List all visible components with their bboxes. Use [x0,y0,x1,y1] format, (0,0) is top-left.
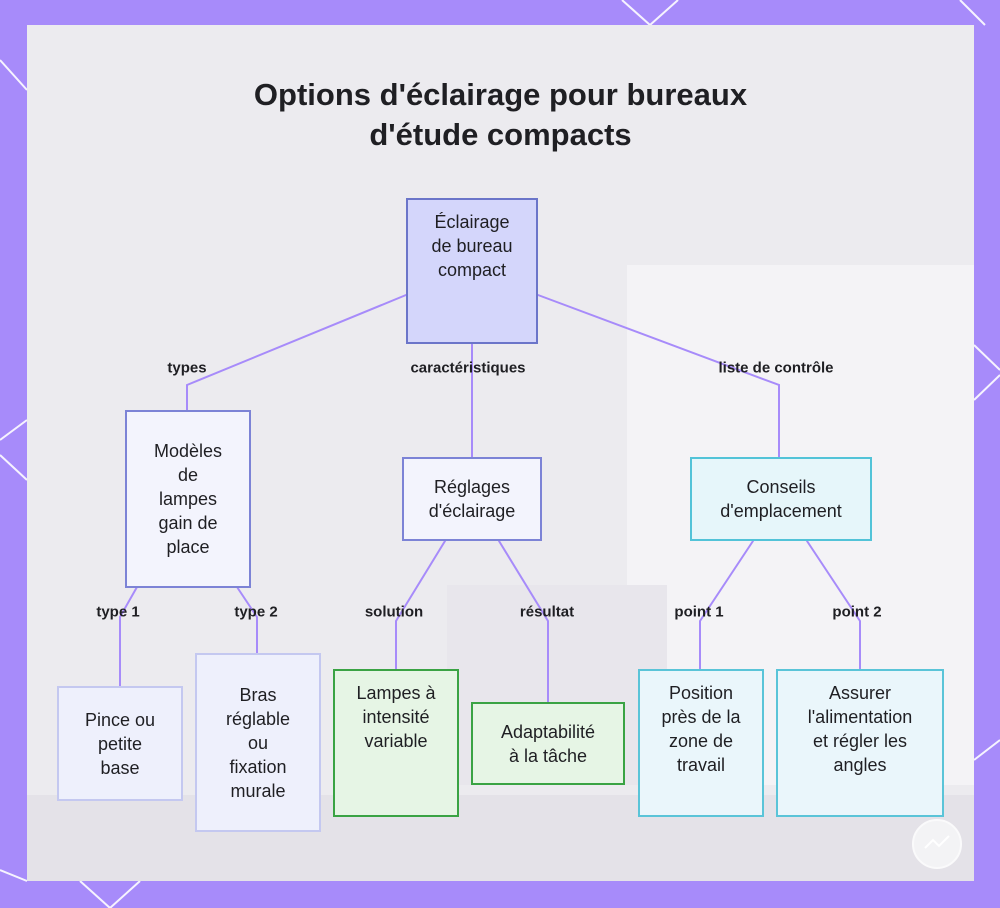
edge-models-clamp [120,587,137,686]
diagram-card: Options d'éclairage pour bureaux d'étude… [27,25,974,881]
node-lamp-models-label: Modèles de lampes gain de place [154,439,222,559]
node-root-label: Éclairage de bureau compact [431,210,512,282]
edge-label-checklist: liste de contrôle [718,360,833,377]
node-placement-tips: Conseils d'emplacement [690,457,872,541]
edge-settings-adaptability [499,541,548,702]
node-adjustable-arm: Bras réglable ou fixation murale [195,653,321,832]
node-dimmable-lamps-label: Lampes à intensité variable [356,681,435,753]
edge-label-types: types [167,360,206,377]
watermark-logo-icon [911,818,963,870]
node-power-angles-label: Assurer l'alimentation et régler les ang… [808,681,913,777]
node-power-angles: Assurer l'alimentation et régler les ang… [776,669,944,817]
node-task-adaptability: Adaptabilité à la tâche [471,702,625,785]
edge-root-models [187,295,406,410]
node-lighting-settings-label: Réglages d'éclairage [429,475,516,523]
node-lamp-models: Modèles de lampes gain de place [125,410,251,588]
edge-label-point1: point 1 [674,604,723,621]
edge-label-characteristics: caractéristiques [410,360,525,377]
edge-label-type1: type 1 [96,604,139,621]
node-task-adaptability-label: Adaptabilité à la tâche [501,720,595,768]
node-placement-tips-label: Conseils d'emplacement [720,475,842,523]
node-root: Éclairage de bureau compact [406,198,538,344]
node-adjustable-arm-label: Bras réglable ou fixation murale [226,683,290,803]
node-clamp-base: Pince ou petite base [57,686,183,801]
edge-label-solution: solution [365,604,423,621]
node-clamp-base-label: Pince ou petite base [85,708,155,780]
node-position-near-work: Position près de la zone de travail [638,669,764,817]
edge-label-point2: point 2 [832,604,881,621]
edge-label-type2: type 2 [234,604,277,621]
edge-label-result: résultat [520,604,574,621]
node-dimmable-lamps: Lampes à intensité variable [333,669,459,817]
node-position-near-work-label: Position près de la zone de travail [661,681,740,777]
node-lighting-settings: Réglages d'éclairage [402,457,542,541]
